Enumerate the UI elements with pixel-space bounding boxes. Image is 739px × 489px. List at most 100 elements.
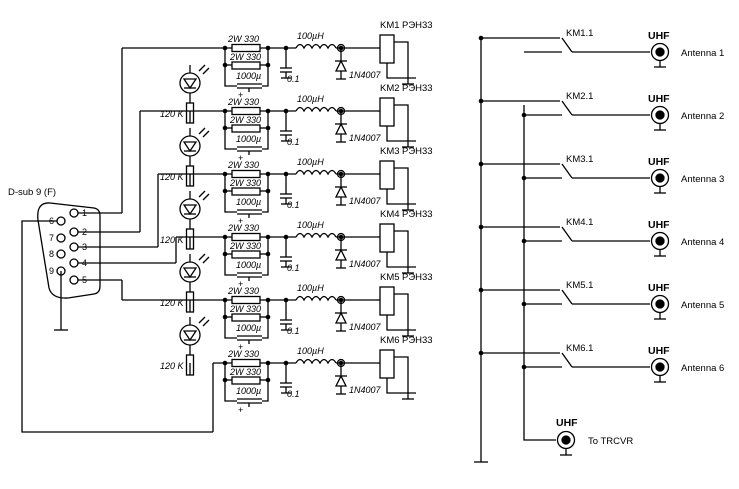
antenna-switch-6: KM6.1 UHF Antenna 6 <box>478 343 724 383</box>
wire <box>386 252 416 268</box>
resistor-value: 2W 330 <box>229 52 261 62</box>
diode-label: 1N4007 <box>349 133 382 143</box>
wire <box>224 48 237 87</box>
resistor-value: 2W 330 <box>227 223 259 233</box>
resistor-value: 2W 330 <box>229 115 261 125</box>
connector-label: D-sub 9 (F) <box>8 187 56 198</box>
junction-dot <box>222 251 228 257</box>
wire <box>523 105 556 441</box>
resistor <box>231 376 261 385</box>
switch-blade <box>561 163 573 179</box>
relay-contact: KM6.1 <box>566 343 593 354</box>
wire <box>394 41 409 84</box>
resistor <box>231 43 261 53</box>
junction-dot <box>265 125 271 131</box>
switch-blade <box>561 226 573 242</box>
antenna-label: Antenna 3 <box>681 174 724 185</box>
uhf-connector <box>650 168 670 194</box>
inductor <box>295 358 337 365</box>
polarity-mark: + <box>238 342 243 352</box>
junction-dot <box>478 35 484 41</box>
resistor <box>231 61 261 70</box>
junction-dot <box>521 364 527 370</box>
uhf-connector <box>650 231 670 257</box>
relay-type: РЭН33 <box>402 83 433 94</box>
uhf-label: UHF <box>648 30 670 42</box>
uhf-label: UHF <box>648 93 670 105</box>
led <box>179 72 201 94</box>
resistor-value: 2W 330 <box>227 97 259 107</box>
led-resistor-value: 120 K <box>160 298 185 308</box>
wire <box>394 104 409 147</box>
relay-coil <box>379 97 395 127</box>
pin-number: 8 <box>49 249 54 259</box>
capacitor-value: 1000µ <box>236 260 261 270</box>
relay-coil <box>379 160 395 190</box>
wire <box>224 363 237 402</box>
junction-dot <box>222 314 228 320</box>
capacitor-value: 0.1 <box>287 74 300 84</box>
relay-designator: KM4 <box>380 209 400 220</box>
resistor <box>231 358 261 368</box>
inductor <box>295 295 337 302</box>
antenna-label: Antenna 2 <box>681 111 724 122</box>
uhf-label: UHF <box>648 345 670 357</box>
relay-contact: KM5.1 <box>566 280 593 291</box>
led-ray <box>202 256 210 264</box>
antenna-label: Antenna 6 <box>681 363 724 374</box>
wire <box>224 300 237 339</box>
junction-dot <box>521 301 527 307</box>
uhf-connector <box>650 42 670 68</box>
resistor-value: 2W 330 <box>229 304 261 314</box>
led <box>179 324 201 346</box>
capacitor-value: 0.1 <box>287 137 300 147</box>
junction-dot <box>265 188 271 194</box>
relay-type: РЭН33 <box>402 209 433 220</box>
capacitor-value: 0.1 <box>287 389 300 399</box>
resistor <box>231 106 261 116</box>
junction-dot <box>478 161 484 167</box>
diode <box>334 185 348 198</box>
junction-dot <box>521 238 527 244</box>
led-triangle <box>182 141 198 153</box>
inductor <box>295 169 337 176</box>
capacitor-value: 0.1 <box>287 200 300 210</box>
led-ray <box>202 319 210 327</box>
connector-pin <box>56 233 66 243</box>
capacitor-value: 1000µ <box>236 134 261 144</box>
antenna-label: Antenna 5 <box>681 300 724 311</box>
diode <box>334 59 348 72</box>
capacitor-value: 1000µ <box>236 71 261 81</box>
wire <box>386 63 416 79</box>
led-ray <box>202 193 210 201</box>
resistor <box>231 250 261 259</box>
connector-pin <box>69 275 79 285</box>
inductor-value: 100µH <box>297 157 324 167</box>
connector-pin <box>69 208 79 218</box>
led-ray <box>198 253 206 261</box>
connector-pin <box>69 227 79 237</box>
antenna-label: Antenna 1 <box>681 48 724 59</box>
inductor-value: 100µH <box>297 346 324 356</box>
junction-dot <box>478 98 484 104</box>
junction-dot <box>521 112 527 118</box>
relay-coil <box>379 349 395 379</box>
antenna-label: Antenna 4 <box>681 237 724 248</box>
resistor-value: 2W 330 <box>227 160 259 170</box>
wire <box>386 189 416 205</box>
junction-dot <box>521 175 527 181</box>
wire <box>394 167 409 210</box>
relay-designator: KM5 <box>380 272 400 283</box>
led-resistor-value: 120 K <box>160 172 185 182</box>
relay-type: РЭН33 <box>402 20 433 31</box>
wire <box>21 220 213 433</box>
trcvr-label: To TRCVR <box>588 436 633 447</box>
led <box>179 261 201 283</box>
led-triangle <box>182 204 198 216</box>
